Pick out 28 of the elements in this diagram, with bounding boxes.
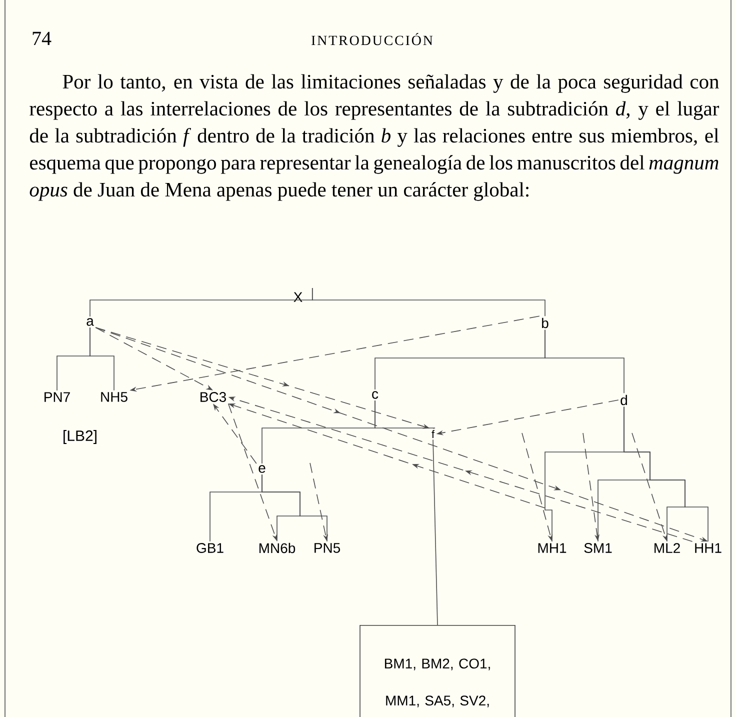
page-number: 74 xyxy=(32,32,52,45)
sigla-label: HH1 xyxy=(695,543,722,553)
paragraph: Por lo tanto, en vista de las limitaciones señaladas y de la poca seguridad con respecto a las interrelaciones de los representantes de la subtradición d, y el lugar de la subtradición f dentro de la tradición b y las relaciones entre sus miembros, el esquema que propongo para representar la genealogía de los manuscritos del magnum opus de Juan de Mena apenas puede tener un carácter global: xyxy=(30,74,720,201)
stemma-line xyxy=(624,406,708,542)
sigla-label: GB1 xyxy=(196,543,224,553)
sigla-label: MH1 xyxy=(538,543,566,553)
sigla-label: e xyxy=(258,465,266,473)
sigla-label: BC3 xyxy=(200,392,226,402)
sigla-label: d xyxy=(620,394,627,406)
sigla-label: f xyxy=(432,430,435,438)
sigla-label: a xyxy=(86,318,94,326)
stemma-line xyxy=(544,329,624,394)
stemma-line xyxy=(432,439,438,626)
stemma-line xyxy=(90,327,114,391)
stemma-line xyxy=(374,400,436,429)
sigla-label: PN7 xyxy=(44,392,70,402)
sigla-label: PN5 xyxy=(314,543,340,553)
stemma-line xyxy=(262,474,328,542)
manuscript-box: BM1, BM2, CO1, MM1, SA5, SV2, xyxy=(360,625,516,717)
sigla-label: c xyxy=(372,391,378,399)
sigla-label: NH5 xyxy=(101,392,128,402)
running-header: INTRODUCCIÓN xyxy=(312,32,433,46)
bracketed-label: [LB2] xyxy=(64,430,96,444)
sigla-label: ML2 xyxy=(654,543,680,553)
sigla-label: X xyxy=(294,292,302,302)
sigla-label: MN6b xyxy=(259,542,296,554)
sigla-label: b xyxy=(542,318,548,328)
sigla-label: SM1 xyxy=(584,543,612,553)
